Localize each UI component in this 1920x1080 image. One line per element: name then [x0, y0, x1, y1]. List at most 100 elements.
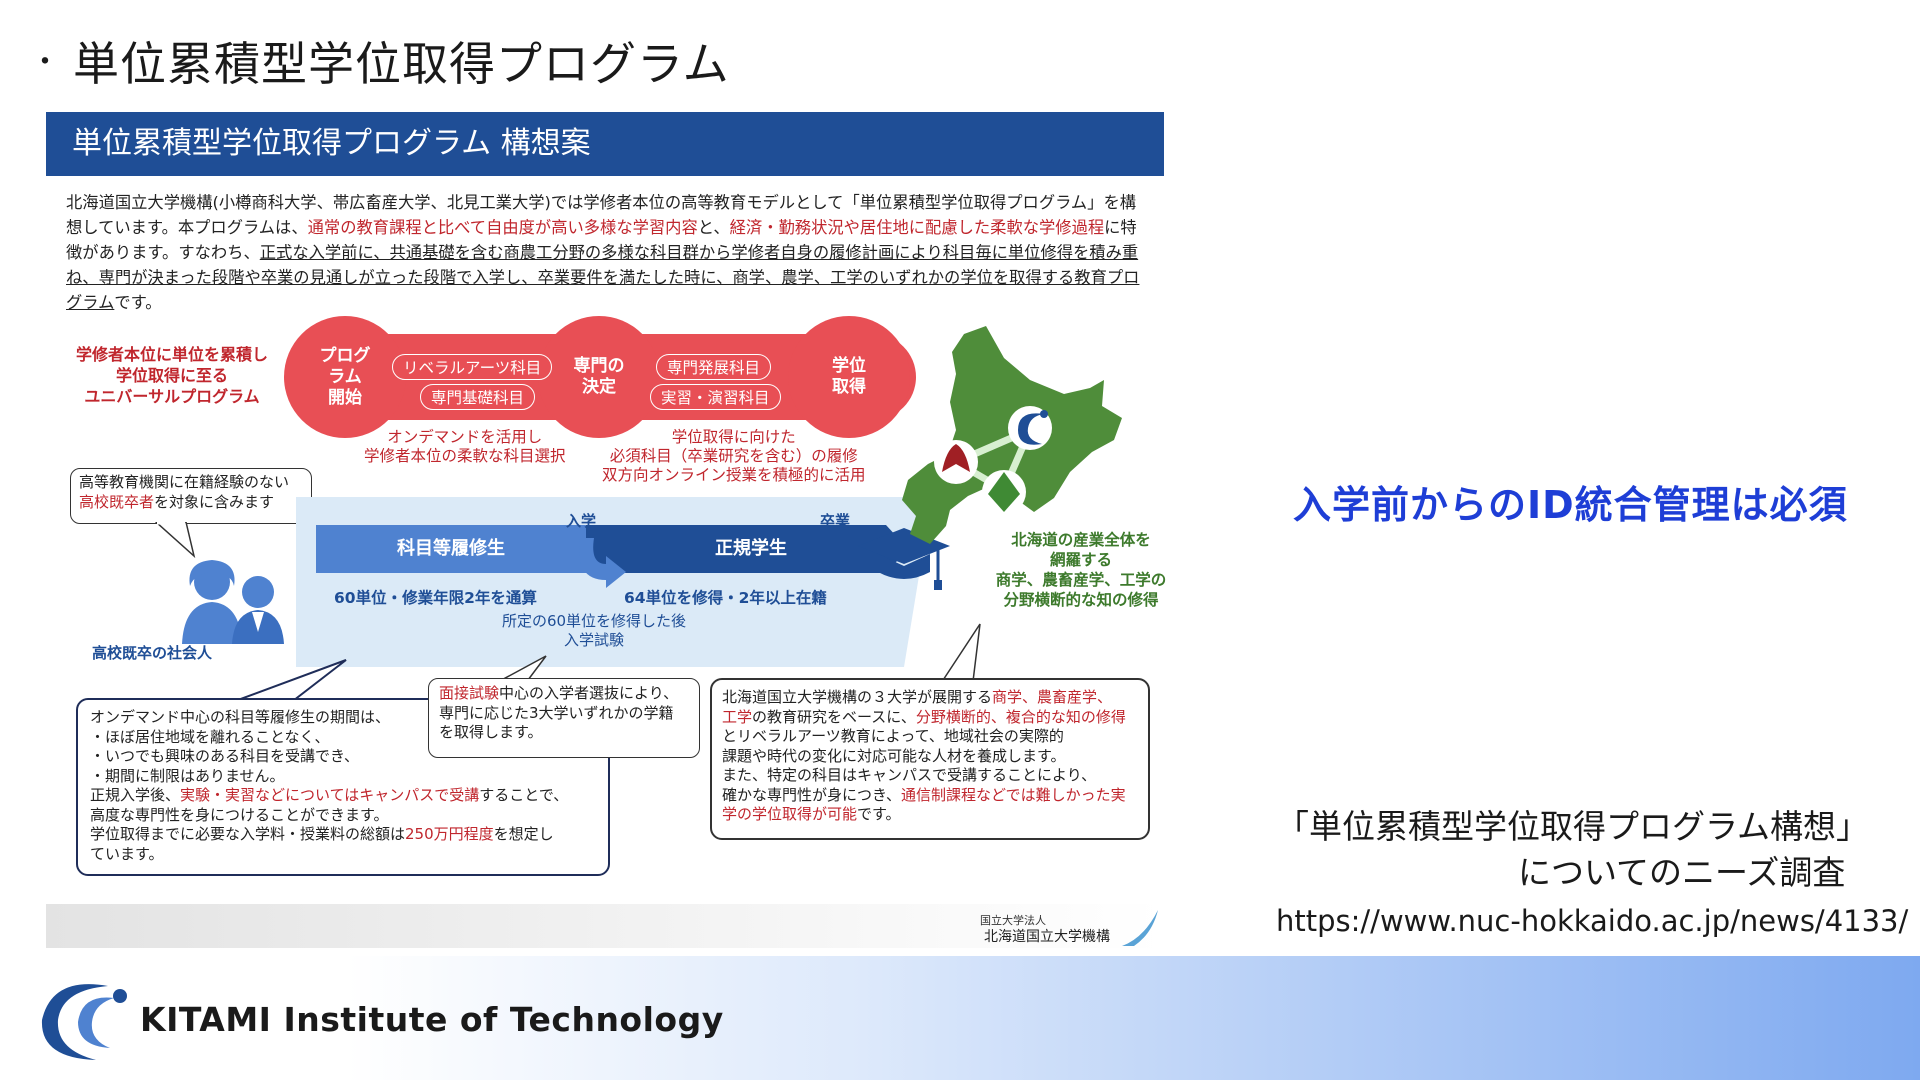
right-bubble-text: 確かな専門性が身につき、 — [722, 785, 901, 804]
universal-line: ユニバーサルプログラム — [84, 387, 260, 406]
flow-degree-circle: 学位取得 — [788, 316, 910, 438]
left-bubble-text: することで、 — [479, 786, 569, 804]
course-student-note: 60単位・修業年限2年を通算 — [334, 589, 537, 607]
slide-title: ・単位累積型学位取得プログラム — [30, 28, 730, 94]
right-bubble-line: 課題や時代の変化に対応可能な人材を養成します。 — [722, 746, 1066, 765]
intro-highlight-1: 通常の教育課程と比べて自由度が高い多様な学習内容 — [307, 218, 698, 237]
left-bubble-highlight: 250万円程度 — [405, 825, 494, 843]
right-info-bubble: 北海道国立大学機構の３大学が展開する商学、農畜産学、 工学の教育研究をベースに、… — [710, 678, 1150, 840]
hokkaido-line: 網羅する — [1049, 551, 1112, 569]
universal-line: 学修者本位に単位を累積し — [75, 345, 268, 364]
admission-curve-arrow — [579, 538, 626, 588]
flow-degree-line: 学位 — [832, 356, 866, 376]
left-bubble-text: 学位取得までに必要な入学料・授業料の総額は — [90, 825, 406, 843]
right-bubble-highlight: 工学 — [722, 707, 753, 726]
flow-start-circle: プログラム開始 — [284, 316, 406, 438]
mid-info-bubble: 面接試験中心の入学者選抜により、 専門に応じた3大学いずれかの学籍 を取得します… — [428, 678, 700, 758]
flow-decide-line: 決定 — [582, 377, 616, 397]
basic-subjects-pill: 専門基礎科目 — [420, 384, 536, 410]
left-bubble-line: オンデマンド中心の科目等履修生の期間は、 — [90, 708, 391, 726]
flow-note-line: オンデマンドを活用し — [387, 428, 543, 446]
survey-title-line-1: 「単位累積型学位取得プログラム構想」 — [1276, 807, 1870, 846]
flow-decide-circle: 専門の決定 — [538, 316, 660, 438]
concept-panel: 単位累積型学位取得プログラム 構想案 北海道国立大学機構(小樽商科大学、帯広畜産… — [46, 112, 1166, 952]
flow-start-line: ラム — [328, 366, 362, 387]
left-bubble-line: ています。 — [90, 844, 164, 863]
course-student-block: 科目等履修生 — [316, 525, 586, 573]
id-management-note: 入学前からのID統合管理は必須 — [1293, 483, 1848, 527]
universal-program-label: 学修者本位に単位を累積し 学位取得に至る ユニバーサルプログラム — [52, 344, 292, 407]
regular-student-block: 正規学生 — [586, 525, 886, 573]
hokkaido-label: 北海道の産業全体を 網羅する 商学、農畜産学、工学の 分野横断的な知の修得 — [946, 530, 1216, 610]
target-line-2: を対象に含みます — [154, 492, 275, 511]
right-bubble-text: とリベラルアーツ教育によって、地域社会の実際的 — [722, 727, 1064, 745]
target-highlight: 高校既卒者 — [79, 492, 155, 511]
flow-note-line: 必須科目（卒業研究を含む）の履修 — [609, 447, 858, 465]
flow-note-ondemand: オンデマンドを活用し 学修者本位の柔軟な科目選択 — [364, 428, 566, 466]
survey-url-link[interactable]: https://www.nuc-hokkaido.ac.jp/news/4133… — [1276, 904, 1909, 938]
practice-subjects-pill: 実習・演習科目 — [650, 384, 781, 410]
panel-header: 単位累積型学位取得プログラム 構想案 — [46, 112, 1164, 176]
right-bubble-text: 北海道国立大学機構の３大学が展開する — [722, 688, 993, 706]
title-bullet: ・ — [30, 45, 61, 80]
hokkaido-line: 分野横断的な知の修得 — [1003, 591, 1159, 609]
right-bubble-text: の教育研究をベースに、 — [752, 707, 916, 726]
graduation-label: 卒業 — [820, 512, 851, 530]
flow-note-line: 学修者本位の柔軟な科目選択 — [364, 447, 566, 465]
mid-bubble-highlight: 面接試験 — [439, 684, 500, 702]
universal-line: 学位取得に至る — [115, 366, 228, 385]
left-bubble-line: ・ほぼ居住地域を離れることなく、 — [90, 727, 330, 746]
hokkaido-map-icon — [902, 326, 1122, 544]
right-bubble-highlight: 通信制課程などでは難しかった実学の学位取得が可能 — [722, 785, 1126, 824]
regular-student-note: 64単位を修得・2年以上在籍 — [624, 589, 827, 607]
flow-degree-line: 取得 — [832, 377, 866, 397]
target-bubble: 高等教育機関に在籍経験のない 高校既卒者を対象に含みます — [70, 468, 312, 524]
left-bubble-highlight: 実験・実習などについてはキャンパスで受講 — [180, 786, 480, 804]
intro-underlined: 正式な入学前に、共通基礎を含む商農工分野の多様な科目群から学修者自身の履修計画に… — [66, 243, 1140, 312]
exam-note: 所定の60単位を修得した後 入学試験 — [494, 612, 694, 650]
mid-bubble-line: を取得します。 — [439, 723, 543, 741]
right-bubble-highlight: 分野横断的、複合的な知の修得 — [915, 707, 1126, 726]
right-bubble-highlight: 商学、農畜産学、 — [992, 688, 1113, 706]
flow-note-line: 学位取得に向けた — [671, 428, 796, 446]
admission-label: 入学 — [566, 512, 597, 530]
flow-decide-line: 専門の — [573, 356, 625, 376]
slide-footer — [0, 956, 1920, 1080]
persons-icon — [182, 560, 284, 644]
target-line-1: 高等教育機関に在籍経験のない — [79, 473, 290, 491]
hokkaido-line: 商学、農畜産学、工学の — [995, 571, 1167, 589]
kitami-logo-icon — [41, 984, 127, 1060]
kitami-brand-text: KITAMI Institute of Technology — [140, 1000, 724, 1039]
intro-text-3: に特徴があります。すなわち、 — [66, 218, 1137, 262]
left-bubble-line: ・いつでも興味のある科目を受講でき、 — [90, 747, 359, 765]
left-bubble-line: 高度な専門性を身につけることができます。 — [90, 805, 389, 824]
left-bubble-text: 正規入学後、 — [90, 786, 181, 804]
flow-note-required: 学位取得に向けた 必須科目（卒業研究を含む）の履修 双方向オンライン授業を積極的… — [602, 428, 866, 485]
intro-text-4: です。 — [114, 293, 162, 312]
mid-bubble-text: 中心の入学者選抜により、 — [499, 684, 679, 702]
flow-start-line: プログ — [319, 345, 371, 366]
survey-title-line-2: についてのニーズ調査 — [1518, 853, 1846, 892]
liberal-arts-pill: リベラルアーツ科目 — [392, 354, 553, 380]
panel-footer-org: 北海道国立大学機構 — [984, 929, 1110, 945]
panel-footer-small: 国立大学法人 — [980, 914, 1046, 927]
slide-title-text: 単位累積型学位取得プログラム — [73, 37, 730, 91]
flow-note-line: 双方向オンライン授業を積極的に活用 — [602, 466, 866, 484]
flow-start-line: 開始 — [328, 387, 362, 408]
mid-bubble-line: 専門に応じた3大学いずれかの学籍 — [439, 703, 674, 722]
intro-paragraph: 北海道国立大学機構(小樽商科大学、帯広畜産大学、北見工業大学)では学修者本位の高… — [66, 190, 1146, 315]
right-bubble-line: また、特定の科目はキャンパスで受講することにより、 — [722, 766, 1097, 784]
right-bubble-text: です。 — [857, 805, 901, 823]
persons-label: 高校既卒の社会人 — [92, 644, 213, 662]
panel-footer-strip — [46, 904, 1164, 948]
left-bubble-text: を想定し — [493, 825, 554, 843]
advanced-subjects-pill: 専門発展科目 — [656, 354, 772, 380]
target-bubble-tail — [154, 522, 196, 559]
hokkaido-line: 北海道の産業全体を — [1011, 531, 1151, 549]
org-logo-icon — [1122, 910, 1158, 946]
exam-note-line: 入学試験 — [563, 631, 624, 649]
exam-note-line: 所定の60単位を修得した後 — [501, 612, 687, 630]
left-bubble-line: ・期間に制限はありません。 — [90, 766, 285, 785]
intro-text-1: 北海道国立大学機構(小樽商科大学、帯広畜産大学、北見工業大学)では学修者本位の高… — [66, 193, 1137, 237]
intro-highlight-2: 経済・勤務状況や居住地に配慮した柔軟な学修過程 — [729, 218, 1105, 237]
